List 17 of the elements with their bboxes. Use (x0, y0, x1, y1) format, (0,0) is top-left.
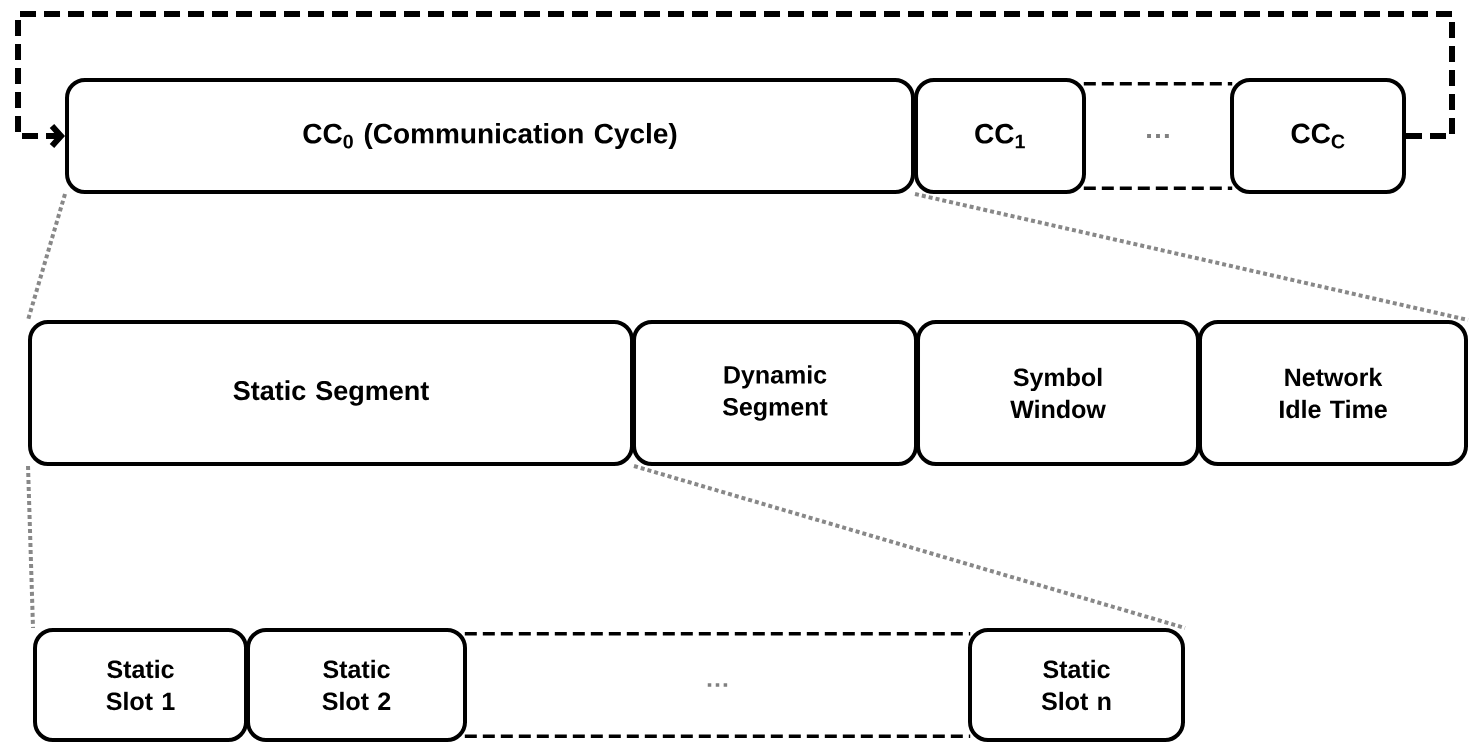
zoom-line (26, 465, 35, 629)
ellipsis-gap: … (463, 632, 972, 738)
zoom-line (26, 193, 67, 321)
zoom-line (633, 464, 1186, 630)
segment-box: Static Slot 1 (33, 628, 248, 742)
segment-box: Symbol Window (916, 320, 1200, 466)
ellipsis-gap: … (1082, 82, 1234, 190)
zoom-line (914, 192, 1469, 322)
segment-box: CC$_{1}$ (914, 78, 1086, 194)
segment-box: Static Slot n (968, 628, 1185, 742)
segment-box: Dynamic Segment (632, 320, 918, 466)
segment-box: Static Slot 2 (246, 628, 467, 742)
loop-arrow (15, 11, 1455, 148)
segment-box: Network Idle Time (1198, 320, 1468, 466)
segment-box: CC$_{C}$ (1230, 78, 1406, 194)
segment-box: CC$_{0}$ (Communication Cycle) (65, 78, 915, 194)
segment-box: Static Segment (28, 320, 634, 466)
